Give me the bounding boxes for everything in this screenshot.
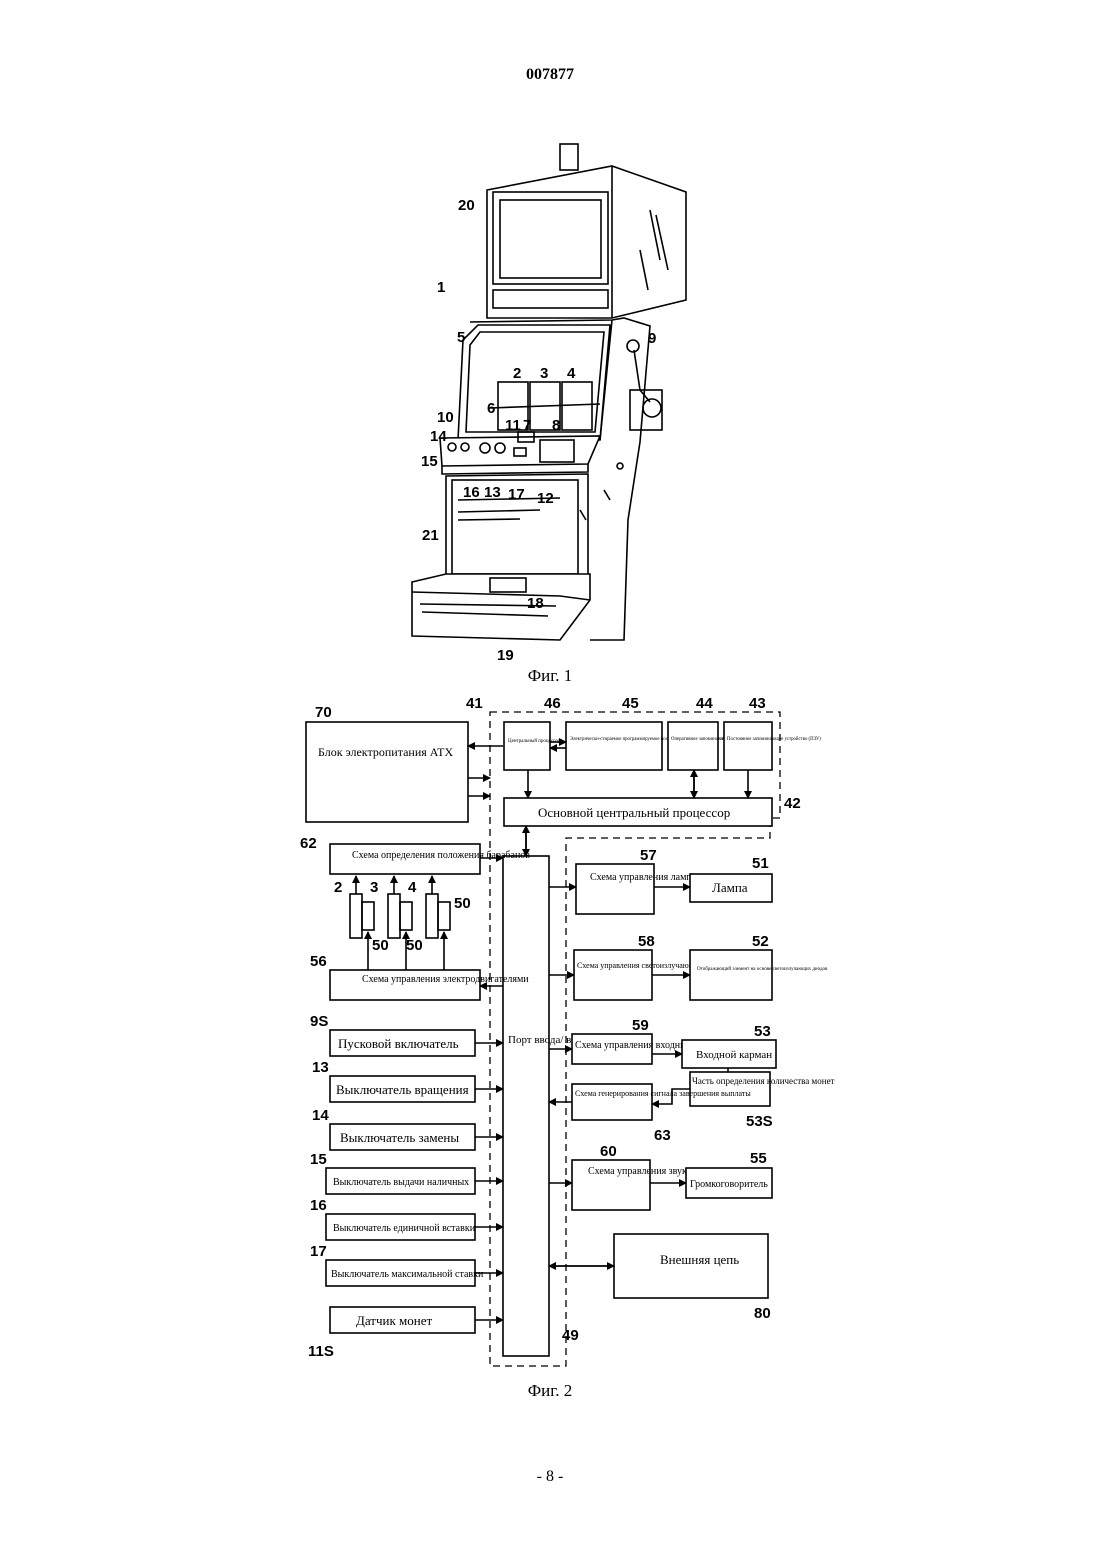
fig1-label: 10 bbox=[437, 409, 454, 426]
lamp-label: Лампа bbox=[712, 880, 748, 895]
rom-block bbox=[724, 722, 772, 770]
hopper-ref: 53 bbox=[754, 1023, 771, 1040]
slot-machine-illustration bbox=[412, 144, 686, 640]
rom-ref: 43 bbox=[749, 695, 766, 712]
coin-count-ref: 53S bbox=[746, 1113, 773, 1130]
led-display-ref: 52 bbox=[752, 933, 769, 950]
cpu-block bbox=[504, 722, 550, 770]
external-circuit-ref: 80 bbox=[754, 1305, 771, 1322]
switch-ref: 17 bbox=[310, 1243, 327, 1260]
eeprom-block bbox=[566, 722, 662, 770]
cpu-ref: 46 bbox=[544, 695, 561, 712]
led-ctrl-block bbox=[574, 950, 652, 1000]
board-ref: 41 bbox=[466, 695, 483, 712]
switch-label: Выключатель выдачи наличных bbox=[333, 1177, 469, 1188]
io-port-ref: 49 bbox=[562, 1327, 579, 1344]
io-port-block bbox=[503, 856, 549, 1356]
external-circuit-label: Внешняя цепь bbox=[660, 1252, 739, 1267]
fig1-label: 12 bbox=[537, 490, 554, 507]
eeprom-ref: 45 bbox=[622, 695, 639, 712]
fig1-label: 16 bbox=[463, 484, 480, 501]
fig1-label: 9 bbox=[648, 330, 656, 347]
fig1-label: 20 bbox=[458, 197, 475, 214]
psu-label: Блок электропитания ATX bbox=[318, 745, 453, 759]
fig1-label: 8 bbox=[552, 417, 560, 434]
fig1-label: 6 bbox=[487, 400, 495, 417]
block-diagram: 41 Блок электропитания ATX 70 Центральны… bbox=[300, 695, 835, 1366]
psu-block bbox=[306, 722, 468, 822]
payout-signal-ref: 63 bbox=[654, 1127, 671, 1144]
switch-label: Выключатель единичной вставки bbox=[333, 1223, 476, 1234]
reel-pos-ref: 62 bbox=[300, 835, 317, 852]
fig1-label: 13 bbox=[484, 484, 501, 501]
fig1-label: 7 bbox=[523, 417, 531, 434]
switch-label: Пусковой включатель bbox=[338, 1036, 459, 1051]
led-display-label: Отображающий элемент на основе светоизлу… bbox=[697, 967, 828, 972]
ram-block bbox=[668, 722, 718, 770]
main-cpu-ref: 42 bbox=[784, 795, 801, 812]
switch-label: Выключатель вращения bbox=[336, 1082, 469, 1097]
coin-count-label: Часть определения количества монет bbox=[692, 1076, 835, 1086]
switch-ref: 13 bbox=[312, 1059, 329, 1076]
fig1-label: 21 bbox=[422, 527, 439, 544]
led-ctrl-ref: 58 bbox=[638, 933, 655, 950]
switch-label: Выключатель замены bbox=[340, 1130, 459, 1145]
switch-ref: 16 bbox=[310, 1197, 327, 1214]
switch-ref: 11S bbox=[308, 1343, 334, 1360]
switch-ref: 9S bbox=[310, 1013, 328, 1030]
fig1-label: 17 bbox=[508, 486, 525, 503]
fig1-label: 2 bbox=[513, 365, 521, 382]
payout-signal-label: Схема генерирования сигнала завершения в… bbox=[575, 1089, 751, 1098]
fig1-label: 5 bbox=[457, 329, 465, 346]
fig1-label: 1 bbox=[437, 279, 445, 296]
sound-ctrl-ref: 60 bbox=[600, 1143, 617, 1160]
switch-label: Выключатель максимальной ставки bbox=[331, 1269, 484, 1280]
reel-ref: 2 bbox=[334, 879, 342, 896]
speaker-label: Громкоговоритель bbox=[690, 1179, 768, 1190]
reel-pos-label: Схема определения положения барабанов bbox=[352, 850, 530, 861]
sound-ctrl-label: Схема управления звуком bbox=[588, 1166, 698, 1177]
lamp-ctrl-ref: 57 bbox=[640, 847, 657, 864]
fig1-label: 3 bbox=[540, 365, 548, 382]
fig1-label: 19 bbox=[497, 647, 514, 664]
hopper-label: Входной карман bbox=[696, 1049, 772, 1061]
reel-ref: 3 bbox=[370, 879, 378, 896]
motor-ctrl-label: Схема управления электродвигателями bbox=[362, 974, 529, 985]
ram-ref: 44 bbox=[696, 695, 713, 712]
speaker-ref: 55 bbox=[750, 1150, 767, 1167]
hopper-ctrl-ref: 59 bbox=[632, 1017, 649, 1034]
switch-ref: 14 bbox=[312, 1107, 329, 1124]
rom-label: Постоянное запоминающее устройство (ПЗУ) bbox=[727, 737, 821, 742]
motor-ctrl-ref: 56 bbox=[310, 953, 327, 970]
motor-ref: 50 bbox=[372, 937, 389, 954]
fig1-label: 14 bbox=[430, 428, 447, 445]
fig1-label: 18 bbox=[527, 595, 544, 612]
switch-label: Датчик монет bbox=[356, 1313, 432, 1328]
psu-ref: 70 bbox=[315, 704, 332, 721]
fig1-label: 11 bbox=[505, 417, 521, 434]
switch-list: Пусковой включатель 9S Выключатель враще… bbox=[308, 1013, 503, 1360]
motor-ref: 50 bbox=[454, 895, 471, 912]
switch-ref: 15 bbox=[310, 1151, 327, 1168]
lamp-ref: 51 bbox=[752, 855, 769, 872]
reel-ref: 4 bbox=[408, 879, 417, 896]
motor-ref: 50 bbox=[406, 937, 423, 954]
main-cpu-label: Основной центральный процессор bbox=[538, 805, 730, 820]
led-display-block bbox=[690, 950, 772, 1000]
fig1-label: 15 bbox=[421, 453, 438, 470]
fig1-label: 4 bbox=[567, 365, 576, 382]
